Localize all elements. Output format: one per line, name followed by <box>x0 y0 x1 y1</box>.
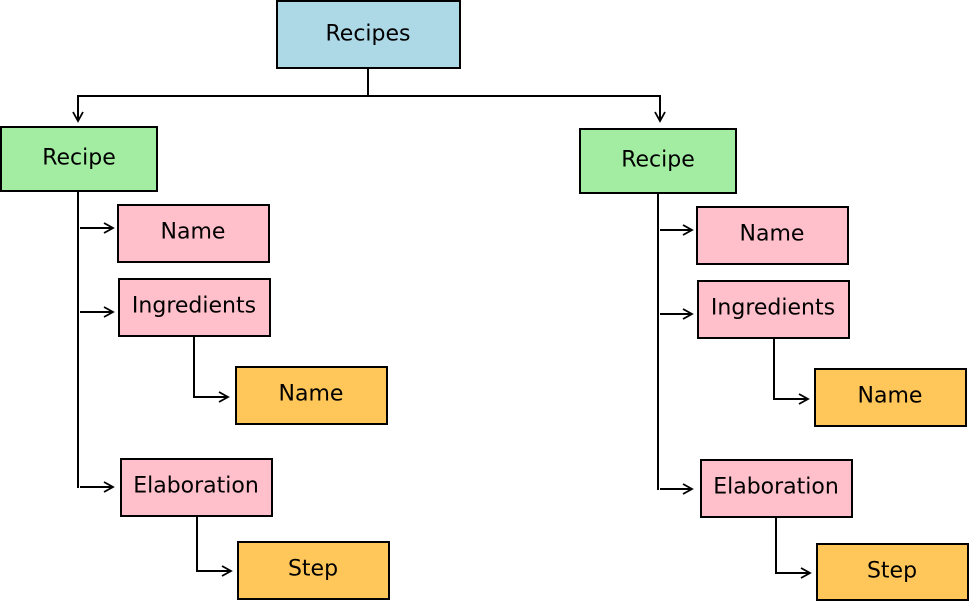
edge-root-to-left-recipe <box>72 95 368 123</box>
left-name-label: Name <box>161 220 226 245</box>
right-recipe-connectors <box>657 194 812 579</box>
right-elaboration-node: Elaboration <box>700 459 853 518</box>
root-node: Recipes <box>276 0 461 69</box>
edge-left-ingredients-to-name <box>193 337 230 403</box>
right-ingredients-name-label: Name <box>858 384 923 409</box>
left-ingredients-name-node: Name <box>235 366 388 425</box>
left-ingredients-node: Ingredients <box>118 278 271 337</box>
edge-right-ingredients-to-name <box>773 339 810 405</box>
right-ingredients-name-node: Name <box>814 368 967 427</box>
edge-right-elaboration-to-step <box>775 518 812 579</box>
root-connectors <box>72 68 666 123</box>
right-name-label: Name <box>740 222 805 247</box>
right-elaboration-label: Elaboration <box>713 475 839 500</box>
edge-root-to-right-recipe <box>368 95 666 123</box>
left-name-node: Name <box>117 204 270 263</box>
left-step-label: Step <box>288 557 338 582</box>
right-step-node: Step <box>816 543 969 601</box>
left-recipe-node: Recipe <box>0 126 158 192</box>
left-recipe-label: Recipe <box>42 146 116 171</box>
right-recipe-node: Recipe <box>579 128 737 194</box>
left-recipe-connectors <box>77 192 233 577</box>
root-label: Recipes <box>325 22 410 47</box>
left-ingredients-label: Ingredients <box>132 294 256 319</box>
edge-left-elaboration-to-step <box>196 516 233 577</box>
left-elaboration-node: Elaboration <box>120 458 273 517</box>
right-step-label: Step <box>867 559 917 584</box>
right-recipe-label: Recipe <box>621 148 695 173</box>
left-ingredients-name-label: Name <box>279 382 344 407</box>
right-ingredients-label: Ingredients <box>711 296 835 321</box>
right-name-node: Name <box>696 206 849 265</box>
left-elaboration-label: Elaboration <box>133 474 259 499</box>
right-ingredients-node: Ingredients <box>697 280 850 339</box>
left-step-node: Step <box>237 541 390 600</box>
